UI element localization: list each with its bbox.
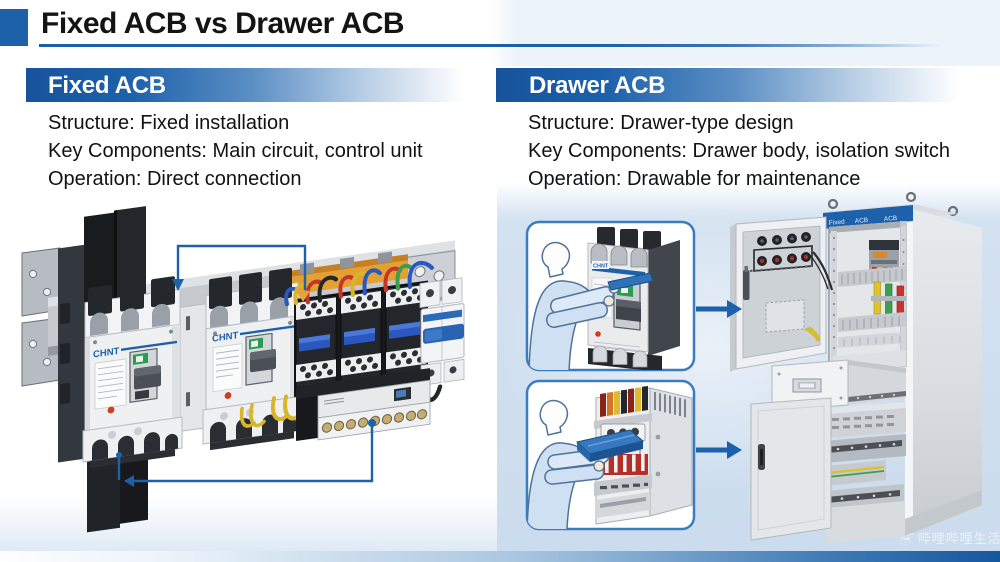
svg-text:ACB: ACB	[884, 215, 898, 223]
svg-text:CHNT: CHNT	[593, 264, 609, 270]
svg-text:Fixed: Fixed	[829, 219, 846, 227]
svg-text:CHNT: CHNT	[93, 346, 120, 361]
svg-text:CHNT: CHNT	[212, 330, 239, 345]
svg-text:ACB: ACB	[855, 217, 869, 225]
